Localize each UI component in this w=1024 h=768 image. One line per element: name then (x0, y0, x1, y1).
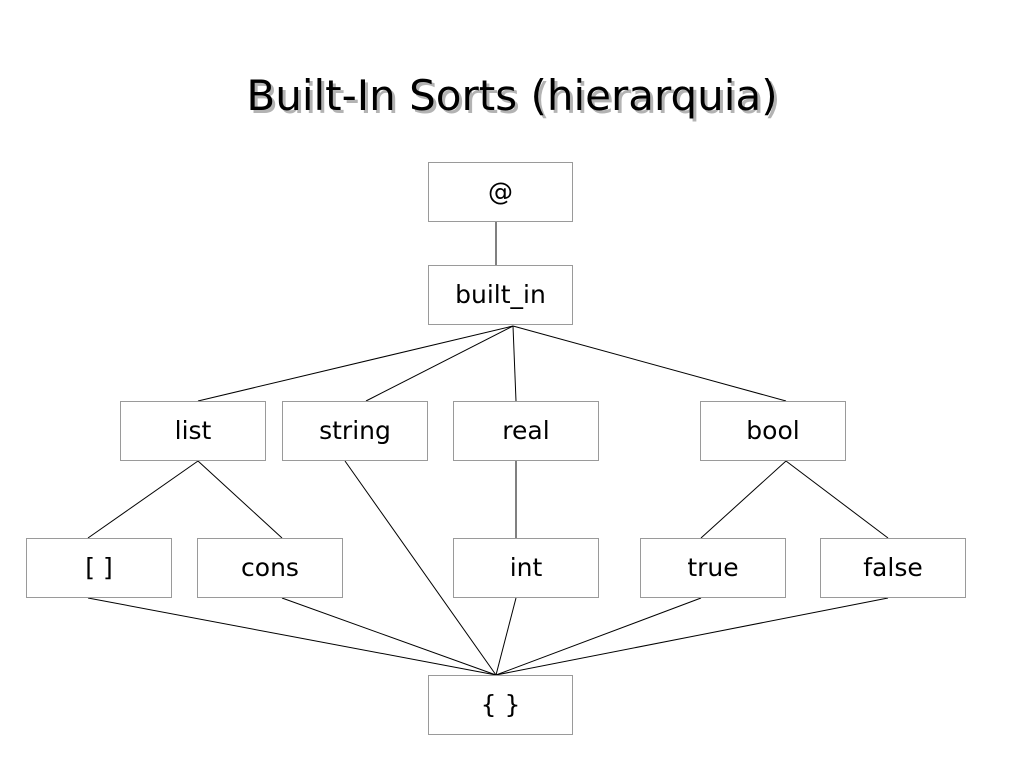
node-bool: bool (700, 401, 846, 461)
edge-built_in-string (365, 325, 514, 402)
edge-list-cons (197, 460, 283, 539)
node-false: false (820, 538, 966, 598)
node-empty-list: [ ] (26, 538, 172, 598)
node-built_in-label: built_in (455, 279, 546, 309)
edge-empty_list-empty_set (87, 597, 497, 676)
edge-false-empty_set (495, 597, 889, 676)
node-list: list (120, 401, 266, 461)
node-cons-label: cons (241, 552, 299, 582)
node-string: string (282, 401, 428, 461)
node-true: true (640, 538, 786, 598)
node-built_in: built_in (428, 265, 573, 325)
edge-built_in-real (512, 325, 517, 402)
edge-bool-false (785, 460, 889, 539)
edge-int-empty_set (495, 597, 517, 676)
node-empty-set: { } (428, 675, 573, 735)
edge-built_in-list (197, 325, 514, 402)
node-cons: cons (197, 538, 343, 598)
edge-true-empty_set (495, 597, 702, 676)
node-at: @ (428, 162, 573, 222)
node-empty-list-label: [ ] (85, 552, 113, 582)
node-empty-set-label: { } (480, 689, 521, 719)
node-int-label: int (509, 552, 543, 582)
node-real-label: real (502, 415, 550, 445)
node-at-label: @ (488, 176, 513, 206)
edge-cons-empty_set (281, 597, 497, 676)
slide-title: Built-In Sorts (hierarquia) (246, 71, 778, 120)
edge-string-empty_set (344, 460, 497, 676)
edge-built_in-bool (512, 325, 787, 402)
node-list-label: list (174, 415, 212, 445)
node-false-label: false (863, 552, 923, 582)
node-real: real (453, 401, 599, 461)
edge-list-empty_list (87, 460, 199, 539)
edge-bool-true (700, 460, 787, 539)
node-bool-label: bool (746, 415, 800, 445)
node-true-label: true (687, 552, 739, 582)
node-string-label: string (319, 415, 391, 445)
node-int: int (453, 538, 599, 598)
